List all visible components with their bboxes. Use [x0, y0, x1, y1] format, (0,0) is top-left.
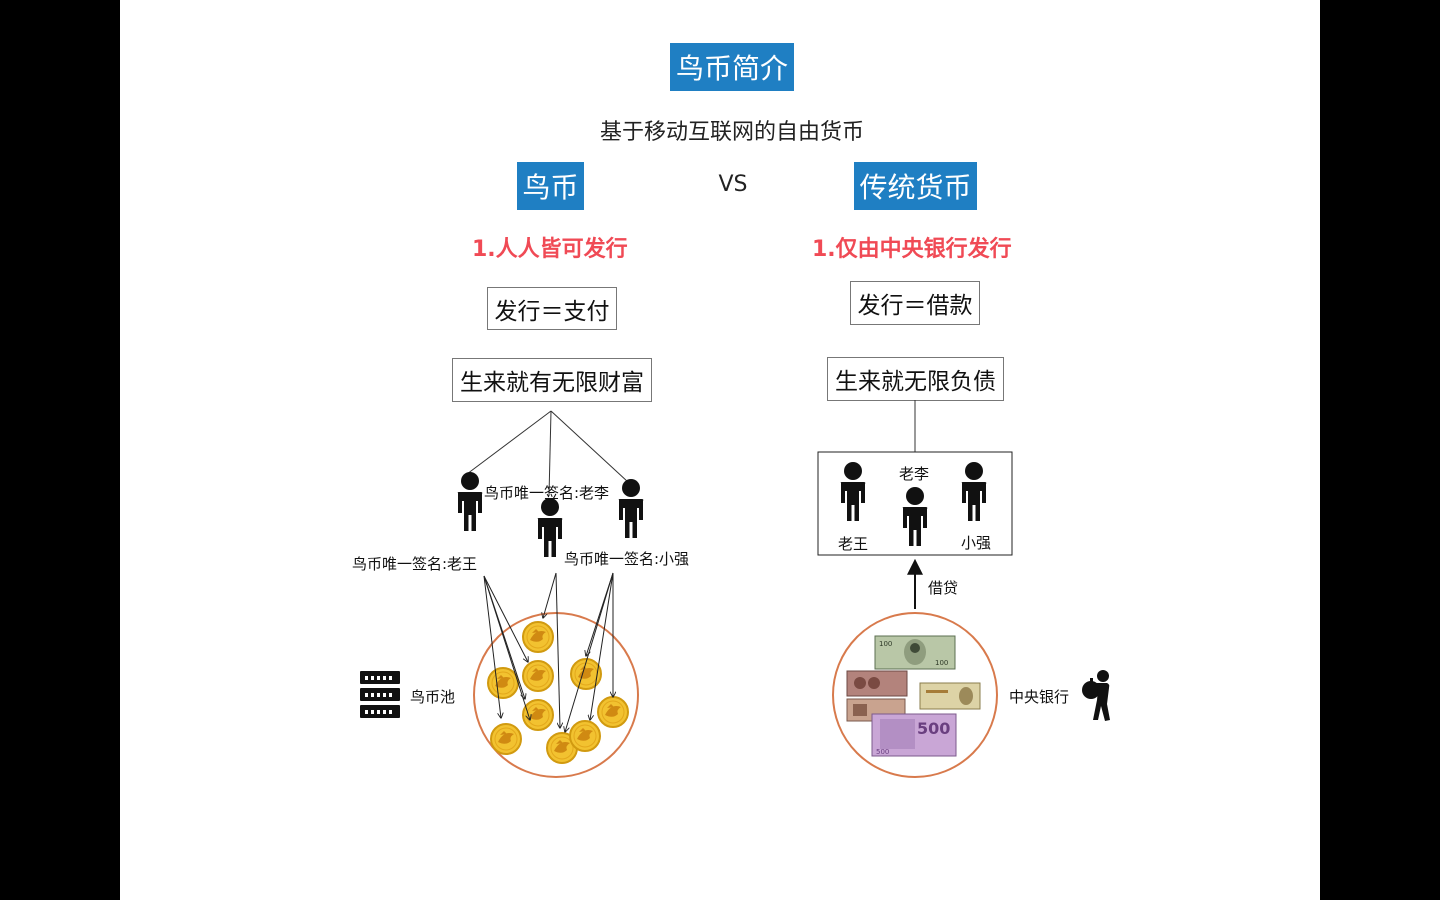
left-wealth-box: 生来就有无限财富 [452, 358, 652, 402]
us-dollar-note-icon: 100 100 [874, 635, 956, 670]
person-label-laowang: 鸟币唯一签名:老王 [352, 555, 478, 573]
banknotes: 100 100 500 500 [846, 635, 981, 757]
left-heading-text: 鸟币 [522, 171, 579, 204]
diagram-canvas: 100 100 500 500 [360, 400, 1110, 778]
page-title-text: 鸟币简介 [675, 52, 788, 85]
thief-with-bag-icon [1082, 670, 1110, 721]
svg-text:500: 500 [917, 719, 950, 738]
server-rack-icon [360, 671, 400, 718]
svg-text:500: 500 [876, 748, 889, 756]
person-label-laoli: 鸟币唯一签名:老李 [484, 484, 610, 502]
slide: 鸟币简介 基于移动互联网的自由货币 鸟币 VS 传统货币 1.人人皆可发行 1.… [120, 0, 1320, 900]
central-bank-label: 中央银行 [1009, 688, 1070, 706]
bird-coin-icon [487, 667, 519, 699]
bird-coin-icon [490, 723, 522, 755]
loan-label: 借贷 [928, 579, 959, 597]
bird-coin-pool-label: 鸟币池 [410, 688, 456, 706]
bird-coin-icon [522, 660, 554, 692]
svg-text:100: 100 [879, 640, 892, 648]
left-arrows [483, 572, 613, 732]
rmb-note-icon [846, 670, 908, 697]
borrower-label-xiaoqiang: 小强 [961, 534, 992, 552]
left-heading: 鸟币 [517, 162, 584, 210]
borrower-label-laowang: 老王 [838, 535, 869, 553]
bird-coin-icon [569, 720, 601, 752]
svg-text:100: 100 [935, 659, 948, 667]
right-point: 1.仅由中央银行发行 [812, 237, 1012, 262]
borrower-label-laoli: 老李 [899, 465, 930, 483]
bird-coin-icon [522, 699, 554, 731]
right-heading: 传统货币 [854, 162, 977, 210]
right-heading-text: 传统货币 [859, 171, 972, 204]
left-equation-box: 发行＝支付 [487, 287, 617, 330]
right-equation-box: 发行＝借款 [850, 281, 980, 325]
bird-coin-pool-circle [473, 612, 639, 778]
right-debt-box: 生来就无限负债 [827, 357, 1004, 401]
person-label-xiaoqiang: 鸟币唯一签名:小强 [564, 550, 690, 568]
bird-coin-icon [597, 696, 629, 728]
vs-label: VS [718, 172, 748, 197]
left-point: 1.人人皆可发行 [472, 237, 628, 262]
banknote-pool-circle [832, 612, 998, 778]
bird-coin-icon [522, 621, 554, 653]
euro-note-icon: 500 500 [871, 713, 957, 757]
yen-note-icon [919, 682, 981, 710]
person-icon [618, 479, 644, 538]
person-icon [537, 498, 563, 557]
page-title: 鸟币简介 [670, 43, 794, 91]
left-tree-lines [466, 410, 629, 497]
person-icon [457, 472, 483, 531]
page-subtitle: 基于移动互联网的自由货币 [599, 120, 864, 145]
